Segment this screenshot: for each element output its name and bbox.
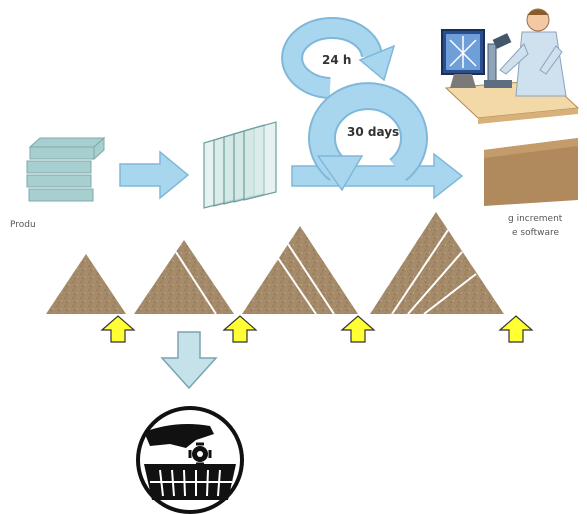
sprint-cycle-arrow [308, 82, 428, 192]
flow-arrow-1 [119, 150, 190, 200]
developer-at-desk-icon [441, 8, 580, 124]
up-arrow-4 [498, 315, 534, 343]
pyramid-3 [242, 226, 358, 315]
product-backlog-caption: Produ [10, 220, 36, 230]
up-arrow-1 [100, 315, 136, 343]
box-icon [484, 138, 578, 206]
increment-caption-line2: e software [512, 228, 560, 238]
daily-cycle-label: 24 h [322, 53, 351, 67]
glass-sheets-icon [203, 121, 277, 209]
up-arrow-3 [340, 315, 376, 343]
pyramid-2 [134, 240, 234, 315]
sprint-cycle-label: 30 days [347, 125, 399, 139]
down-arrow [160, 331, 218, 390]
increment-caption-line1: g increment [508, 214, 563, 224]
pyramid-1 [46, 254, 126, 314]
stacked-bars-icon [26, 136, 106, 202]
pyramid-4 [370, 212, 504, 315]
daily-cycle-arrow [281, 17, 396, 99]
up-arrow-2 [222, 315, 258, 343]
flow-arrow-2 [291, 152, 464, 200]
hand-into-basket-icon [136, 406, 244, 514]
